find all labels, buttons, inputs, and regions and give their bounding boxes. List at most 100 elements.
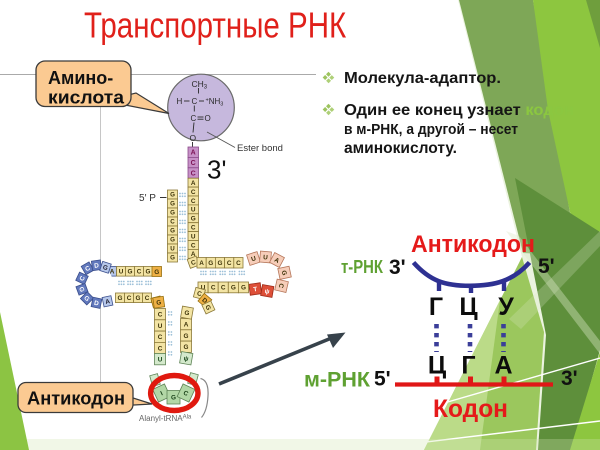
svg-text:A: A [184, 322, 189, 329]
svg-text:G: G [82, 295, 90, 303]
svg-text:U: U [119, 269, 124, 276]
svg-text:Один ее конец узнает кодон: Один ее конец узнает кодон [344, 102, 574, 119]
svg-text:C: C [192, 97, 198, 106]
svg-text:в м-РНК, а другой – несет: в м-РНК, а другой – несет [344, 121, 518, 138]
svg-text:U: U [158, 357, 163, 364]
svg-text:A: A [199, 260, 204, 267]
svg-text:G: G [184, 310, 190, 318]
svg-text:A: A [273, 257, 281, 266]
svg-text:ψ: ψ [264, 288, 270, 296]
svg-text:G: G [191, 216, 196, 223]
svg-text:C: C [190, 259, 197, 267]
svg-text:U: U [158, 323, 163, 330]
svg-text:т-РНК: т-РНК [341, 257, 384, 277]
svg-text:Ц: Ц [459, 293, 478, 321]
svg-text:D: D [93, 300, 99, 308]
svg-text:G: G [170, 192, 175, 199]
svg-text:Молекула-адаптор.: Молекула-адаптор. [344, 70, 501, 87]
svg-text:C: C [196, 290, 203, 298]
svg-text:G: G [170, 228, 175, 235]
svg-text:аминокислоту.: аминокислоту. [344, 140, 457, 157]
svg-text:G: G [184, 344, 189, 351]
svg-text:Г: Г [429, 293, 443, 321]
svg-text:C: C [158, 345, 163, 352]
svg-text:C: C [191, 242, 196, 249]
svg-text:U: U [263, 254, 269, 261]
svg-text:G: G [118, 295, 123, 302]
svg-text:C: C [79, 275, 87, 282]
svg-text:C: C [84, 265, 92, 274]
svg-text:U: U [191, 233, 196, 240]
svg-text:G: G [170, 201, 175, 208]
svg-text:G: G [231, 285, 236, 292]
svg-text:G: G [77, 286, 85, 293]
svg-text:I: I [160, 390, 165, 397]
svg-text:C: C [127, 295, 132, 302]
svg-text:A: A [191, 150, 196, 157]
svg-text:G: G [128, 269, 133, 276]
svg-text:Ц: Ц [428, 352, 447, 380]
svg-text:G: G [208, 260, 213, 267]
svg-text:Амино-: Амино- [48, 68, 113, 88]
svg-text:A: A [191, 251, 196, 258]
svg-text:Г: Г [461, 352, 475, 380]
svg-text:C: C [277, 283, 285, 289]
svg-text:G: G [280, 270, 288, 276]
svg-text:G: G [102, 264, 109, 272]
svg-text:C: C [137, 269, 142, 276]
svg-text:G: G [170, 255, 175, 262]
svg-text:C: C [191, 189, 196, 196]
svg-text:G: G [154, 269, 159, 276]
svg-text:5': 5' [538, 255, 555, 278]
svg-text:D: D [200, 297, 208, 306]
svg-text:C: C [221, 285, 226, 292]
svg-text:CH3: CH3 [192, 79, 208, 91]
svg-text:U: U [170, 246, 175, 253]
svg-text:O: O [190, 133, 197, 143]
svg-text:А: А [494, 352, 512, 380]
svg-text:3': 3' [561, 367, 578, 390]
svg-text:C: C [191, 114, 197, 123]
svg-text:C: C [191, 160, 196, 167]
svg-text:кислота: кислота [48, 88, 125, 108]
svg-text:G: G [241, 285, 246, 292]
svg-text:C: C [211, 285, 216, 292]
svg-text:У: У [498, 293, 514, 321]
svg-text:Антикодон: Антикодон [27, 389, 125, 409]
svg-text:A: A [105, 298, 111, 306]
svg-text:C: C [182, 390, 189, 398]
svg-text:U: U [250, 255, 257, 263]
svg-text:+NH3: +NH3 [206, 97, 224, 108]
svg-text:C: C [236, 260, 241, 267]
svg-text:C: C [227, 260, 232, 267]
svg-text:м-РНК: м-РНК [304, 369, 370, 392]
svg-text:5': 5' [374, 368, 391, 391]
svg-text:ψ: ψ [183, 355, 189, 363]
svg-text:G: G [171, 395, 176, 402]
svg-text:G: G [170, 210, 175, 217]
svg-text:Антикодон: Антикодон [411, 231, 535, 258]
svg-text:3': 3' [207, 155, 226, 185]
svg-text:G: G [136, 295, 141, 302]
svg-text:G: G [218, 260, 223, 267]
svg-text:5′ P: 5′ P [139, 193, 156, 204]
svg-text:H: H [177, 97, 183, 106]
svg-text:Транспортные РНК: Транспортные РНК [84, 5, 346, 45]
svg-text:O: O [205, 114, 211, 123]
svg-text:C: C [191, 198, 196, 205]
svg-text:T: T [253, 286, 258, 293]
svg-text:C: C [158, 312, 163, 319]
svg-text:3': 3' [389, 256, 406, 279]
svg-text:G: G [146, 269, 151, 276]
svg-text:C: C [170, 219, 175, 226]
svg-text:G: G [156, 299, 162, 307]
svg-text:C: C [158, 334, 163, 341]
svg-text:C: C [191, 171, 196, 178]
svg-text:U: U [191, 207, 196, 214]
svg-text:G: G [170, 237, 175, 244]
svg-text:G: G [184, 333, 189, 340]
svg-text:Alanyl-tRNAAla: Alanyl-tRNAAla [139, 414, 192, 423]
svg-text:G: G [203, 304, 211, 311]
svg-text:Ester bond: Ester bond [237, 143, 283, 154]
svg-text:U: U [201, 285, 206, 292]
